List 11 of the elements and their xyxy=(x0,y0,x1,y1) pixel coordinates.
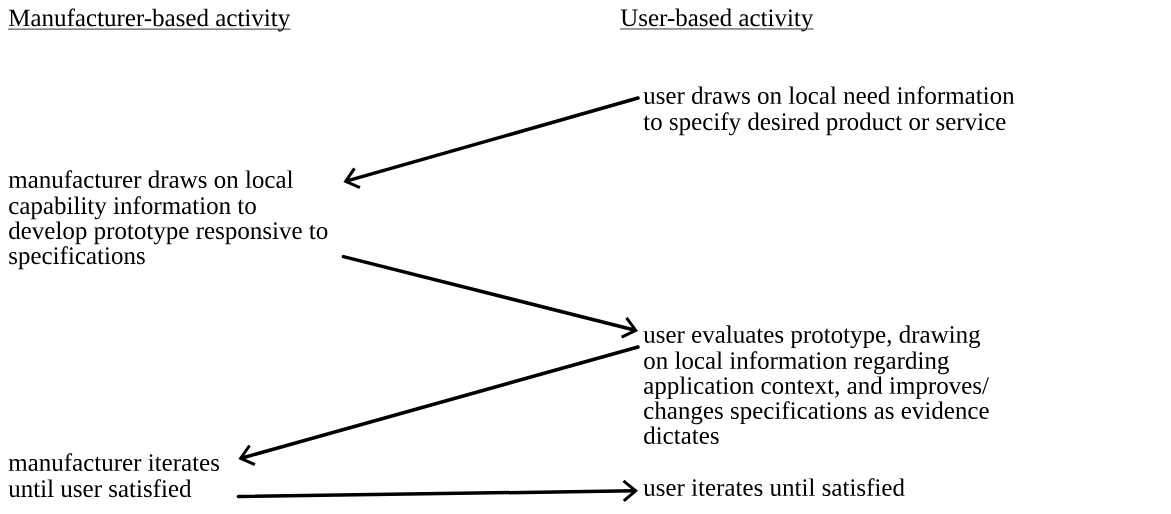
column-heading: User-based activity xyxy=(619,8,814,32)
activity-text: user iterates until satisfied xyxy=(643,478,905,497)
arrow xyxy=(341,254,638,339)
arrow xyxy=(238,345,640,467)
activity-text: manufacturer draws on local capability information to develop prototype responsive to specifications xyxy=(8,170,328,270)
activity-text: user draws on local need information to specify desired product or service xyxy=(643,86,1015,136)
column-heading: Manufacturer-based activity xyxy=(7,8,291,32)
activity-text: manufacturer iterates until user satisfied xyxy=(8,453,220,498)
arrow xyxy=(343,96,640,190)
activity-text: user evaluates prototype, drawing on local information regarding application context, and improves/ changes specifications as evidence dictates xyxy=(643,325,989,445)
arrow xyxy=(236,479,638,503)
